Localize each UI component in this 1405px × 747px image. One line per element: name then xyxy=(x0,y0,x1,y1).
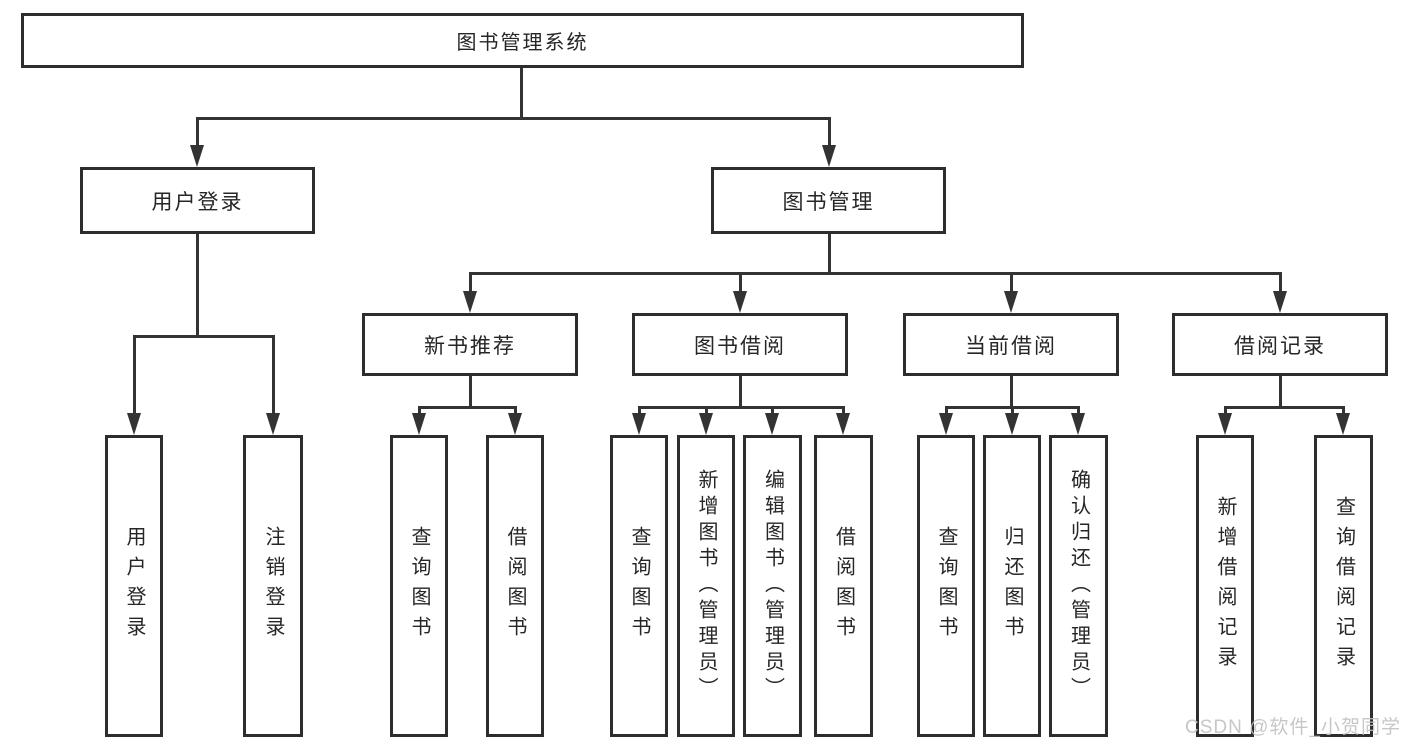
leaf-query-borrow-record: 查询借阅记录 xyxy=(1314,435,1373,737)
connector-line xyxy=(469,272,1282,275)
connector-line xyxy=(196,234,199,337)
arrowhead-down xyxy=(699,413,713,435)
leaf-user-login: 用户登录 xyxy=(105,435,163,737)
leaf-query-book-2: 查询图书 xyxy=(610,435,668,737)
connector-line xyxy=(133,335,136,417)
connector-line xyxy=(272,335,275,417)
node-label: 图书借阅 xyxy=(694,334,786,358)
node-label: 借阅记录 xyxy=(1234,334,1326,358)
connector-line xyxy=(418,406,517,409)
node-book-management: 图书管理 xyxy=(711,167,946,234)
arrowhead-down xyxy=(822,145,836,167)
connector-line xyxy=(469,376,472,408)
node-label: 用户登录 xyxy=(151,190,244,214)
connector-line xyxy=(1077,406,1080,417)
arrowhead-down xyxy=(463,291,477,313)
node-label: 查询图书 xyxy=(408,526,430,646)
connector-line xyxy=(1010,376,1013,408)
leaf-query-book-3: 查询图书 xyxy=(917,435,975,737)
node-label: 图书管理 xyxy=(782,190,875,214)
arrowhead-down xyxy=(1005,413,1019,435)
connector-line xyxy=(469,272,472,293)
connector-line xyxy=(1279,376,1282,408)
arrowhead-down xyxy=(1071,413,1085,435)
node-label: 图书管理系统 xyxy=(456,32,589,54)
node-label: 查询图书 xyxy=(935,526,957,646)
arrowhead-down xyxy=(508,413,522,435)
connector-line xyxy=(945,406,948,417)
node-label: 编辑图书（管理员） xyxy=(761,469,784,703)
connector-line xyxy=(842,406,845,417)
connector-line xyxy=(1224,406,1227,417)
node-label: 查询借阅记录 xyxy=(1332,496,1355,676)
node-label: 新增借阅记录 xyxy=(1214,496,1236,676)
leaf-edit-book-admin: 编辑图书（管理员） xyxy=(743,435,802,737)
node-library-system: 图书管理系统 xyxy=(21,13,1024,68)
leaf-add-borrow-record: 新增借阅记录 xyxy=(1196,435,1254,737)
connector-line xyxy=(739,272,742,293)
connector-line xyxy=(133,335,275,338)
node-book-borrow: 图书借阅 xyxy=(632,313,848,376)
node-label: 新增图书（管理员） xyxy=(695,469,717,703)
connector-line xyxy=(705,406,708,417)
connector-line xyxy=(520,68,523,119)
node-label: 确认归还（管理员） xyxy=(1067,469,1090,703)
arrowhead-down xyxy=(632,413,646,435)
connector-line xyxy=(1342,406,1345,417)
node-label: 查询图书 xyxy=(628,526,650,646)
node-label: 当前借阅 xyxy=(965,334,1057,358)
connector-line xyxy=(638,406,845,409)
node-label: 用户登录 xyxy=(123,526,145,646)
node-label: 归还图书 xyxy=(1001,526,1023,646)
node-label: 新书推荐 xyxy=(424,334,516,358)
arrowhead-down xyxy=(733,291,747,313)
arrowhead-down xyxy=(939,413,953,435)
arrowhead-down xyxy=(1336,413,1350,435)
connector-line xyxy=(514,406,517,417)
leaf-borrow-book-1: 借阅图书 xyxy=(486,435,544,737)
connector-line xyxy=(1279,272,1282,293)
leaf-borrow-book-2: 借阅图书 xyxy=(814,435,873,737)
node-new-book-recommend: 新书推荐 xyxy=(362,313,578,376)
connector-line xyxy=(418,406,421,417)
connector-line xyxy=(638,406,641,417)
arrowhead-down xyxy=(765,413,779,435)
leaf-query-book-1: 查询图书 xyxy=(390,435,448,737)
connector-line xyxy=(771,406,774,417)
connector-line xyxy=(739,376,742,408)
leaf-add-book-admin: 新增图书（管理员） xyxy=(677,435,735,737)
arrowhead-down xyxy=(1218,413,1232,435)
leaf-return-book: 归还图书 xyxy=(983,435,1041,737)
leaf-confirm-return-admin: 确认归还（管理员） xyxy=(1049,435,1108,737)
connector-line xyxy=(196,117,831,120)
node-label: 借阅图书 xyxy=(832,526,855,646)
node-label: 借阅图书 xyxy=(504,526,526,646)
arrowhead-down xyxy=(190,145,204,167)
node-label: 注销登录 xyxy=(262,526,284,646)
arrowhead-down xyxy=(127,413,141,435)
arrowhead-down xyxy=(1273,291,1287,313)
connector-line xyxy=(828,117,831,149)
connector-line xyxy=(1010,272,1013,293)
node-borrow-record: 借阅记录 xyxy=(1172,313,1388,376)
arrowhead-down xyxy=(266,413,280,435)
leaf-logout: 注销登录 xyxy=(243,435,303,737)
connector-line xyxy=(1011,406,1014,417)
arrowhead-down xyxy=(1004,291,1018,313)
connector-line xyxy=(196,117,199,149)
csdn-watermark: CSDN @软件_小贺同学 xyxy=(1185,717,1401,738)
arrowhead-down xyxy=(412,413,426,435)
connector-line xyxy=(828,234,831,274)
arrowhead-down xyxy=(836,413,850,435)
node-current-borrow: 当前借阅 xyxy=(903,313,1119,376)
connector-line xyxy=(1224,406,1345,409)
node-user-login: 用户登录 xyxy=(80,167,315,234)
